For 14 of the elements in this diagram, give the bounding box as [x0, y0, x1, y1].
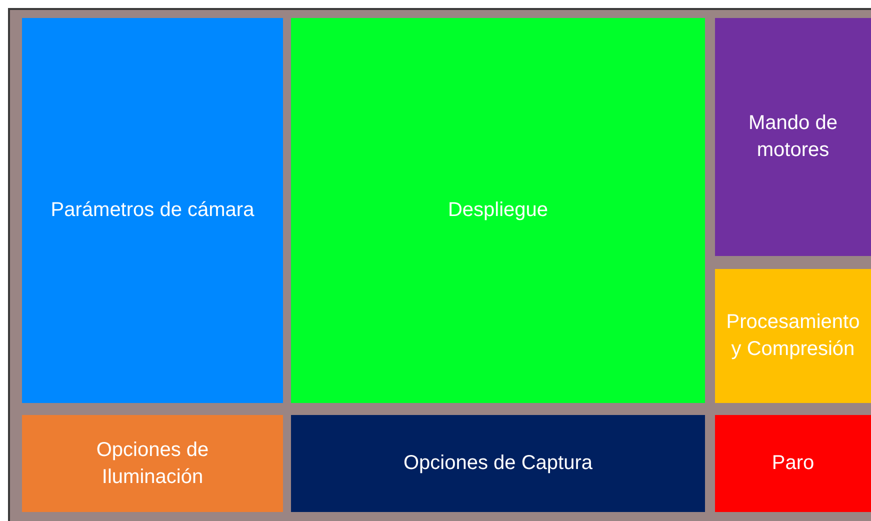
- tile-label: Despliegue: [448, 198, 548, 223]
- treemap-tile: [715, 18, 871, 256]
- treemap-tile: [715, 415, 871, 512]
- tile-label: Mando de motores: [748, 111, 838, 163]
- treemap-tile: [291, 18, 705, 403]
- tile-label: Opciones de Iluminación: [95, 438, 210, 490]
- treemap-tile: [715, 269, 871, 403]
- tile-label: Paro: [772, 451, 814, 476]
- tile-label: Procesamiento y Compresión: [725, 310, 861, 362]
- treemap-tile: [22, 415, 283, 512]
- treemap-tile: [22, 18, 283, 403]
- treemap-tile: [291, 415, 705, 512]
- tile-label: Opciones de Captura: [403, 451, 592, 476]
- tile-label: Parámetros de cámara: [50, 198, 254, 223]
